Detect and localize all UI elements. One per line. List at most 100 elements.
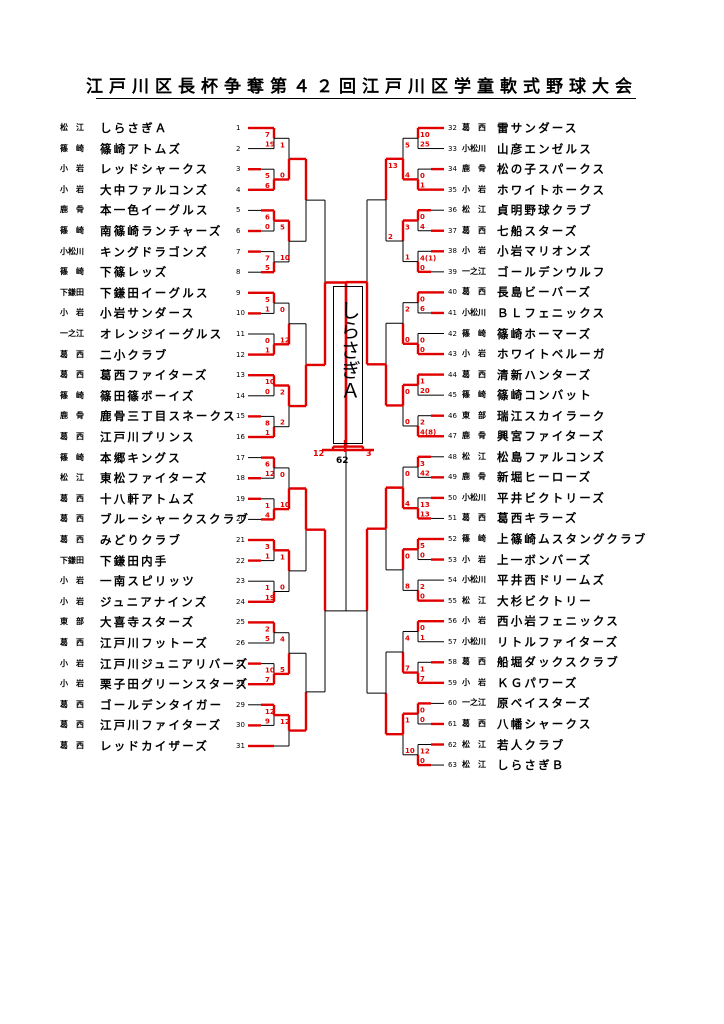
page-title: 江戸川区長杯争奪第４２回江戸川区学童軟式野球大会 [86,77,638,97]
team-district: 東 部 [60,617,84,627]
match-score: 12 [280,336,290,344]
match-score: 1 [420,378,425,386]
match-score: 0 [405,388,410,396]
match-score: 1 [265,429,270,437]
team-seed: 27 [236,659,245,668]
match-score: 2 [265,625,270,633]
match-score: 10 [280,254,290,262]
team-district: 小 岩 [60,184,84,194]
match-score: 2 [280,389,285,397]
team-seed: 47 [448,432,457,441]
team-seed: 12 [236,350,245,359]
team-district: 小松川 [60,246,84,256]
team-district: 篠 崎 [60,143,84,153]
team-district: 小 岩 [462,616,486,626]
team-district: 一之江 [60,329,84,338]
match-score: 4 [265,511,270,519]
team-name: 一南スピリッツ [100,574,196,589]
team-district: 葛 西 [60,432,84,441]
team-seed: 6 [236,227,241,235]
team-seed: 55 [448,596,457,605]
match-score: 0 [265,223,270,231]
match-score: 6 [265,461,270,469]
match-score: 0 [420,716,425,724]
team-seed: 53 [448,555,457,564]
team-seed: 11 [236,330,245,338]
team-seed: 46 [448,411,457,420]
team-name: 西小岩フェニックス [497,614,620,629]
match-score: 12 [265,708,275,716]
team-seed: 32 [448,124,457,132]
team-district: 葛 西 [60,535,84,544]
team-seed: 30 [236,721,245,730]
match-score: 0 [420,593,425,601]
team-seed: 41 [448,308,457,317]
match-score: 0 [280,172,285,180]
team-name: 新堀ヒーローズ [497,470,593,485]
team-name: 本一色イーグルス [100,203,210,218]
team-name: 江戸川プリンス [100,430,196,444]
team-name: 雷サンダース [497,121,579,135]
match-score: 7 [405,665,410,673]
match-score: 9 [265,717,270,725]
match-score: 13 [420,510,430,518]
team-seed: 23 [236,577,245,586]
team-seed: 22 [236,556,245,565]
team-seed: 14 [236,391,245,400]
team-seed: 25 [236,618,245,627]
match-score: 0 [420,706,425,714]
team-district: 葛 西 [462,225,486,235]
team-seed: 24 [236,597,245,606]
team-seed: 59 [448,678,457,687]
match-score: 1 [280,553,285,561]
team-name: 八幡シャークス [497,716,593,731]
team-name: 栗子田グリーンスターズ [100,677,250,692]
team-seed: 51 [448,514,457,523]
team-name: 江戸川ファイターズ [100,718,223,733]
match-score: 0 [420,346,425,354]
team-name: 江戸川ジュニアリバーズ [100,656,250,671]
team-seed: 50 [448,493,457,502]
team-name: 松の子スパークス [497,162,607,177]
team-district: 下鎌田 [60,555,84,565]
team-name: 東松ファイターズ [100,471,209,486]
team-district: 鹿 骨 [60,411,84,421]
team-seed: 52 [448,535,457,543]
team-name: ブルーシャークスクラブ [100,512,251,527]
match-score: 5 [280,224,285,232]
match-score: 7 [420,675,425,683]
match-score: 2 [405,306,410,314]
team-seed: 9 [236,288,241,297]
match-score: 0 [420,264,425,272]
team-district: 葛 西 [462,513,486,523]
team-district: 葛 西 [462,123,486,132]
match-score: 25 [420,141,430,149]
match-score: 5 [265,296,270,304]
team-district: 小松川 [462,492,486,502]
team-seed: 7 [236,247,241,256]
match-score: 1 [405,717,410,725]
match-score: 0 [420,552,425,560]
team-seed: 42 [448,329,457,338]
match-score: 0 [405,336,410,344]
team-seed: 26 [236,639,245,647]
team-name: 南篠崎ランチャーズ [100,224,223,238]
match-score: 4(1) [420,254,436,262]
team-seed: 33 [448,144,457,153]
team-district: 葛 西 [60,741,84,750]
match-score: 6 [265,182,270,190]
match-score: 4 [280,636,285,644]
match-score: 4 [420,223,425,231]
team-district: 篠 崎 [462,390,486,400]
team-seed: 54 [448,576,457,585]
team-district: 小 岩 [60,679,84,689]
match-score: 19 [265,141,275,149]
team-district: 葛 西 [60,349,84,359]
team-district: 小 岩 [60,164,84,174]
team-seed: 8 [236,268,241,277]
team-name: ホワイトホークス [497,182,607,197]
team-name: ゴールデンタイガー [100,697,224,712]
team-name: 山彦エンゼルス [497,141,593,156]
match-score: 1 [265,347,270,355]
team-name: 小岩マリオンズ [497,244,593,259]
